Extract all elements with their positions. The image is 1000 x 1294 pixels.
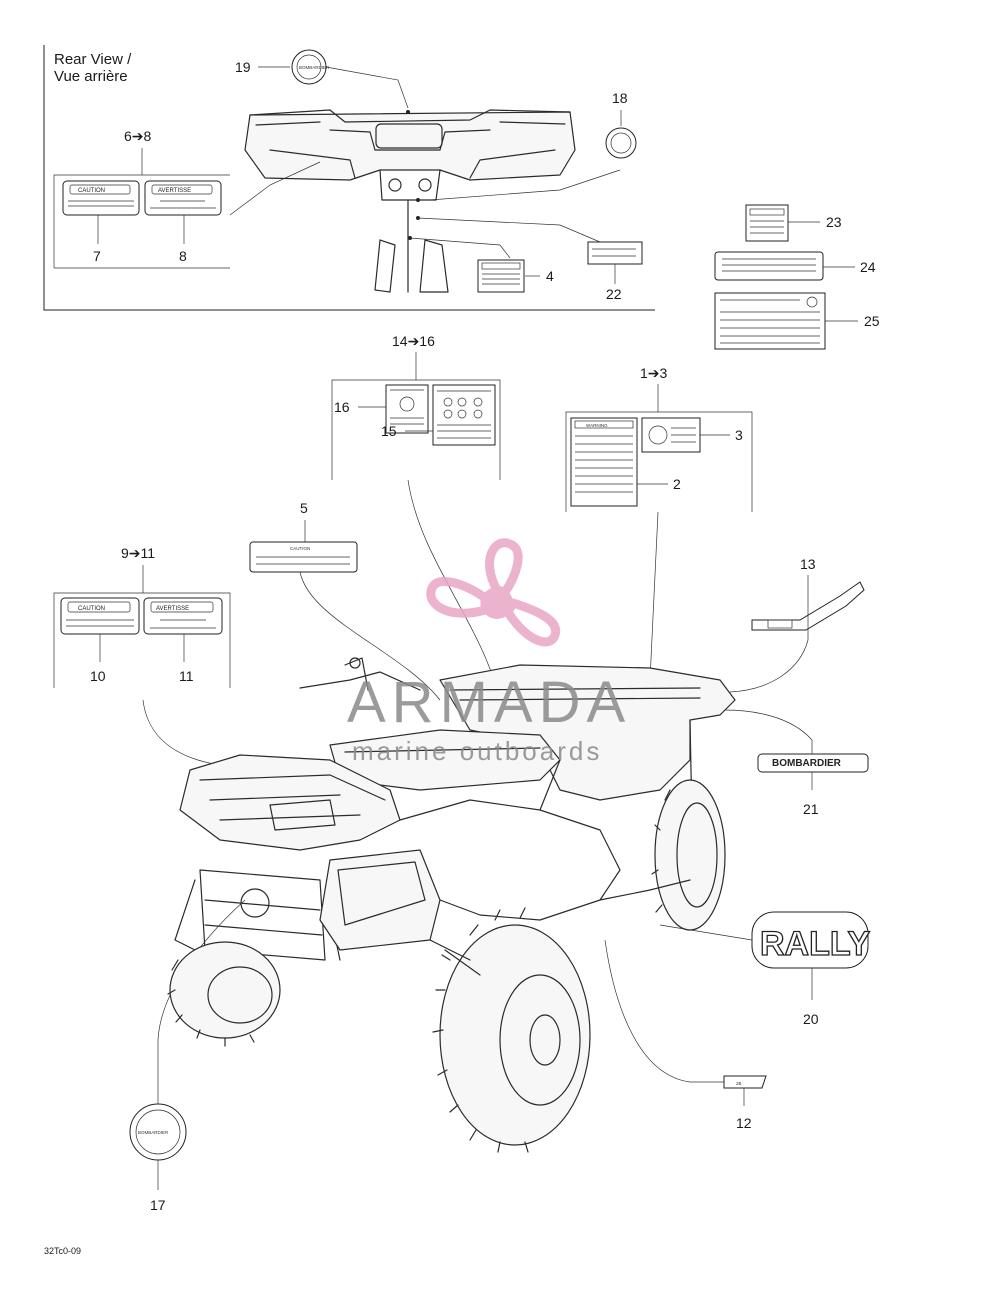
bracket-9-11 (53, 592, 231, 688)
decal-12: 2B (723, 1075, 767, 1089)
decal-19: BOMBARDIER (291, 49, 330, 85)
decal-3 (641, 417, 701, 453)
svg-text:BOMBARDIER: BOMBARDIER (299, 65, 330, 70)
callout-4: 4 (546, 268, 554, 284)
callout-19: 19 (235, 59, 251, 75)
rear-view-section: BOMBARDIER 19 18 6➔8 CAUTION AVERTISSE (43, 45, 655, 311)
decal-7-text: CAUTION (78, 188, 105, 194)
watermark: ARMADA marine outboards (347, 538, 631, 766)
watermark-brand: ARMADA (347, 670, 631, 735)
bracket-1-3 (565, 411, 753, 512)
decal-25 (714, 292, 826, 350)
figure-code: 32Tc0-09 (44, 1246, 82, 1256)
callout-17: 17 (150, 1197, 166, 1213)
callout-11: 11 (179, 668, 194, 684)
decal-8-text: AVERTISSE (158, 188, 191, 194)
bracket-14-16 (331, 379, 501, 480)
callout-24: 24 (860, 259, 876, 275)
callout-2: 2 (673, 476, 681, 492)
leader-21 (724, 709, 813, 754)
callout-7: 7 (93, 248, 101, 264)
decal-11: AVERTISSE (143, 597, 223, 635)
leader-13 (729, 575, 809, 693)
decal-17-text: BOMBARDIER (138, 1130, 169, 1135)
decal-24 (714, 251, 824, 281)
leader-12-vehicle (604, 939, 724, 1083)
decal-8: AVERTISSE (144, 180, 222, 216)
rear-view-vehicle (244, 109, 576, 293)
decal-18 (605, 127, 637, 159)
callout-3: 3 (735, 427, 743, 443)
decal-23 (745, 204, 789, 242)
propeller-logo-icon (426, 538, 561, 647)
callout-9-11: 9➔11 (121, 545, 155, 561)
callout-16: 16 (334, 399, 350, 415)
callout-21: 21 (803, 801, 819, 817)
leader-22 (417, 217, 601, 243)
callout-13: 13 (800, 556, 816, 572)
rear-view-frame (43, 45, 655, 311)
atv-vehicle (167, 657, 736, 1153)
decal-2: WARNING (570, 417, 638, 507)
callout-20: 20 (803, 1011, 819, 1027)
callout-15: 15 (381, 423, 397, 439)
decal-20: RALLY (751, 911, 871, 969)
callout-25: 25 (864, 313, 880, 329)
callout-6-8: 6➔8 (124, 128, 152, 144)
callout-1-3: 1➔3 (640, 365, 668, 381)
decal-21-text: BOMBARDIER (772, 758, 842, 769)
leader-6-8 (229, 161, 321, 216)
decal-11-text: AVERTISSE (156, 606, 189, 612)
decal-20-text: RALLY (760, 925, 871, 963)
decal-4 (477, 259, 525, 293)
decal-22 (587, 241, 643, 265)
rear-view-title-fr: Vue arrière (54, 68, 128, 85)
callout-12: 12 (736, 1115, 752, 1131)
watermark-tagline: marine outboards (352, 736, 602, 766)
callout-8: 8 (179, 248, 187, 264)
callout-18: 18 (612, 90, 628, 106)
callout-14-16: 14➔16 (392, 333, 435, 349)
leader-18 (429, 169, 621, 201)
leader-1-3-vehicle (649, 511, 659, 681)
decal-7: CAUTION (62, 180, 140, 216)
decal-15 (432, 384, 496, 446)
leader-20-vehicle (659, 924, 753, 941)
leader-19b (325, 66, 409, 109)
decal-5-text: CAUTION (290, 546, 310, 551)
callout-23: 23 (826, 214, 842, 230)
decal-10-text: CAUTION (78, 606, 105, 612)
decal-2-text: WARNING (586, 423, 608, 428)
decal-5: CAUTION (249, 541, 358, 573)
rear-view-title-en: Rear View / (54, 51, 132, 68)
leader-5-vehicle (299, 571, 441, 701)
decal-12-text: 2B (736, 1081, 742, 1086)
decal-21: BOMBARDIER (757, 753, 869, 773)
decal-17: BOMBARDIER (129, 1103, 187, 1161)
leader-4 (409, 237, 511, 259)
bracket-6-8 (53, 174, 230, 268)
callout-10: 10 (90, 668, 106, 684)
rear-view-title: Rear View / Vue arrière (54, 51, 131, 85)
leader-14-16-vehicle (407, 479, 501, 701)
decal-10: CAUTION (60, 597, 140, 635)
decal-16 (385, 384, 429, 434)
callout-5: 5 (300, 500, 308, 516)
callout-22: 22 (606, 286, 622, 302)
